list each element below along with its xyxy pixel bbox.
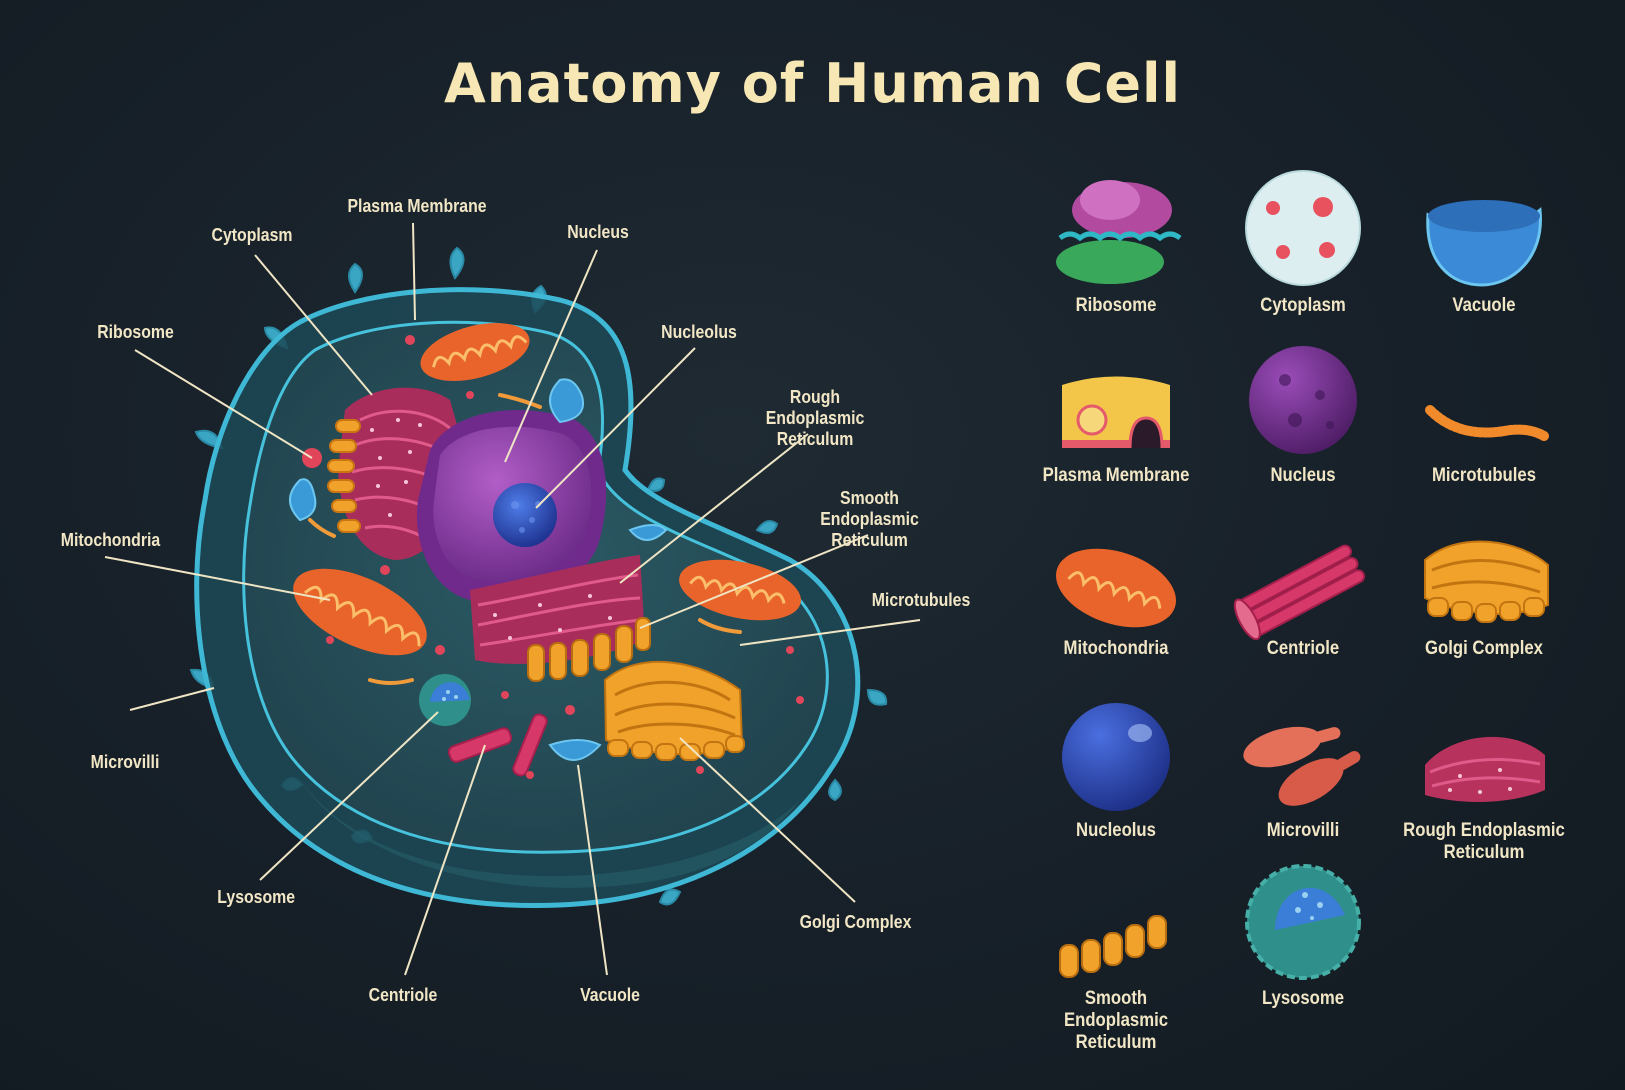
lysosome-organelle	[419, 674, 471, 726]
label-smooth-er: Smooth Endoplasmic Reticulum	[793, 488, 947, 551]
gallery-label-cytoplasm: Cytoplasm	[1206, 295, 1400, 317]
centriole-icon	[1230, 542, 1367, 643]
nucleolus-organelle	[493, 483, 557, 547]
mitochondria-icon	[1046, 535, 1186, 642]
gallery-label-vacuole: Vacuole	[1387, 295, 1581, 317]
gallery-label-ribosome: Ribosome	[1019, 295, 1213, 317]
label-nucleus: Nucleus	[567, 222, 629, 243]
ribosome-icon	[1056, 180, 1180, 284]
gallery-label-centriole: Centriole	[1206, 638, 1400, 660]
rough-er-icon	[1425, 737, 1545, 802]
label-lysosome: Lysosome	[217, 887, 295, 908]
gallery-label-plasma-membrane: Plasma Membrane	[1019, 465, 1213, 487]
label-cytoplasm: Cytoplasm	[212, 225, 293, 246]
microvilli-icon	[1239, 714, 1369, 815]
label-golgi: Golgi Complex	[800, 912, 912, 933]
gallery-label-golgi: Golgi Complex	[1387, 638, 1581, 660]
nucleolus-icon	[1062, 703, 1170, 811]
microtubules-icon	[1430, 410, 1544, 436]
gallery-label-smooth-er: Smooth Endoplasmic Reticulum	[1032, 988, 1199, 1054]
gallery-label-microvilli: Microvilli	[1206, 820, 1400, 842]
lysosome-icon	[1247, 866, 1359, 978]
gallery-label-microtubules: Microtubules	[1387, 465, 1581, 487]
label-centriole: Centriole	[369, 985, 438, 1006]
label-microvilli: Microvilli	[91, 752, 160, 773]
label-mitochondria: Mitochondria	[61, 530, 160, 551]
label-vacuole: Vacuole	[580, 985, 640, 1006]
plasma-membrane-icon	[1062, 377, 1170, 449]
label-microtubules: Microtubules	[872, 590, 971, 611]
gallery-label-lysosome: Lysosome	[1206, 988, 1400, 1010]
smooth-er-icon	[1060, 916, 1166, 977]
label-plasma-membrane: Plasma Membrane	[347, 196, 486, 217]
vacuole-icon	[1428, 200, 1541, 285]
golgi-icon	[1425, 541, 1548, 622]
nucleus-icon	[1249, 346, 1357, 454]
cytoplasm-icon	[1246, 171, 1360, 285]
gallery-label-mitochondria: Mitochondria	[1019, 638, 1213, 660]
gallery-label-rough-er: Rough Endoplasmic Reticulum	[1400, 820, 1567, 864]
label-rough-er: Rough Endoplasmic Reticulum	[740, 387, 890, 450]
gallery-label-nucleus: Nucleus	[1206, 465, 1400, 487]
label-ribosome: Ribosome	[97, 322, 174, 343]
label-nucleolus: Nucleolus	[661, 322, 737, 343]
gallery-label-nucleolus: Nucleolus	[1019, 820, 1213, 842]
